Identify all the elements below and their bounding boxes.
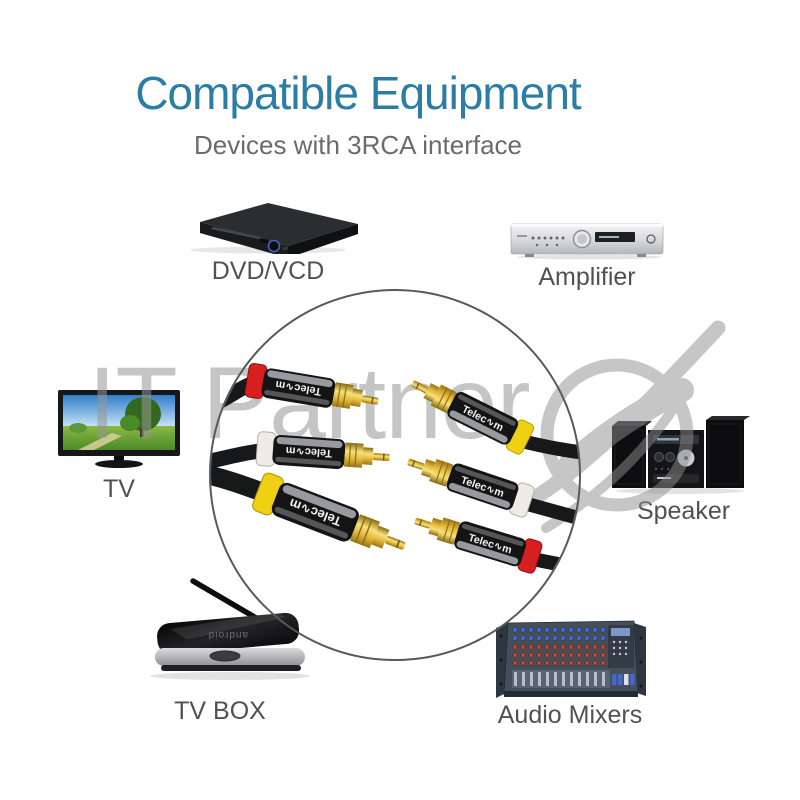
header: Compatible Equipment Devices with 3RCA i… <box>0 66 716 161</box>
device-label: TV <box>103 475 135 503</box>
audio-mixer-image <box>496 620 646 698</box>
device-label: Speaker <box>636 497 731 525</box>
device-label: Amplifier <box>538 263 636 291</box>
tvbox-image: android <box>150 578 310 680</box>
rca-plug-left-red <box>244 363 382 418</box>
device-dvd: DVD/VCD <box>168 196 368 286</box>
device-tv: TV <box>50 386 188 504</box>
device-label: DVD/VCD <box>211 257 325 285</box>
device-amplifier: Amplifier <box>503 216 671 292</box>
page-title: Compatible Equipment <box>135 67 581 119</box>
tvbox-logo-text: android <box>208 629 248 640</box>
amplifier-image <box>510 223 664 260</box>
cables <box>211 374 579 579</box>
rca-plug-left-white <box>255 431 392 474</box>
speaker-image <box>612 416 750 494</box>
tv-image <box>58 390 180 468</box>
page-subtitle: Devices with 3RCA interface <box>193 130 523 160</box>
rca-plug-left-yellow <box>252 472 412 564</box>
device-label: TV BOX <box>174 697 266 725</box>
device-tvbox: android TV BOX <box>125 572 315 726</box>
dvd-player-image <box>190 203 358 254</box>
device-speaker: Speaker <box>606 412 761 526</box>
rca-plug-right-yellow <box>405 369 535 455</box>
device-label: Audio Mixers <box>497 701 643 729</box>
device-mixer: Audio Mixers <box>488 612 652 730</box>
rca-plug-right-red <box>409 506 543 574</box>
rca-plug-right-white <box>402 447 535 518</box>
